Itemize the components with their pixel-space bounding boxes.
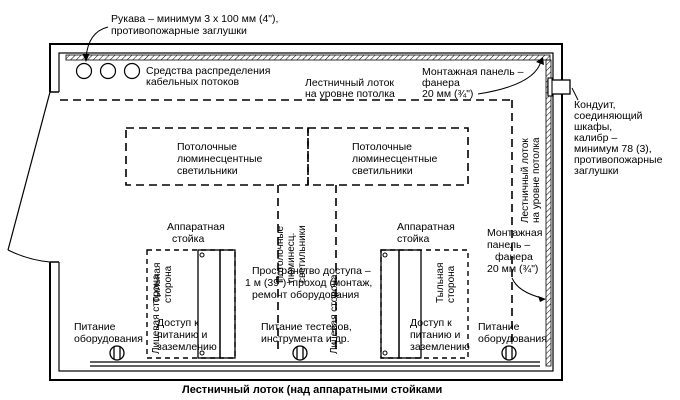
label-access-space: Пространство доступа – 1 м (39")+проход …: [245, 265, 375, 301]
label-tester-power: Питание тестеров, инструмента и др.: [261, 321, 355, 345]
label-rack-left: Аппаратная стойка: [167, 221, 228, 245]
sleeve-circle: [75, 62, 93, 80]
rack-foot: [199, 252, 205, 258]
rack-foot: [382, 252, 388, 258]
label-ladder-tray-ceiling-top: Лестничный лоток на уровне потолка: [305, 77, 397, 100]
rack-right: [380, 249, 469, 359]
lights-right-box: [307, 127, 469, 186]
label-rack-right: Аппаратная стойка: [397, 221, 458, 245]
leader-arrows: [85, 26, 579, 299]
sleeve-circle: [123, 62, 141, 80]
label-access-power-left: Доступ к питанию и заземлению: [157, 317, 217, 353]
lights-center-box: [277, 185, 337, 350]
label-sleeves: Рукава – минимум 3 x 100 мм (4"), против…: [111, 13, 281, 37]
label-front-side-left: Лицевая сторона: [151, 274, 162, 354]
label-cable-distribution: Средства распределения кабельных потоков: [146, 65, 273, 88]
arrow-heads: [82, 54, 546, 302]
label-ladder-tray-ceiling-right: Лестничный лоток на уровне потолка: [520, 135, 542, 223]
arrow-backboard-right: [511, 277, 543, 299]
door-leaf: [7, 91, 51, 251]
arrow-backboard-top: [477, 60, 542, 95]
rack-left-frame: [219, 249, 236, 359]
door: [7, 91, 63, 263]
label-backboard-top: Монтажная панель – фанера 20 мм (¾"): [422, 66, 526, 100]
sleeve-circle: [99, 62, 117, 80]
backboard-top: [65, 54, 551, 61]
door-swing-arc: [7, 249, 51, 263]
floor-ladder-tray: [90, 361, 540, 367]
arrow-conduit: [571, 87, 579, 101]
bottom-caption: Лестничный лоток (над аппаратными стойка…: [182, 384, 442, 396]
label-lights-center: Потолочные люминесц. светильники: [275, 223, 308, 283]
label-equipment-power-right: Питание оборудования: [478, 321, 547, 345]
power-outlet-center: [292, 345, 308, 361]
label-lights-right: Потолочные люминесцентные светильники: [352, 141, 440, 177]
label-front-side-right: Лицевая сторона: [329, 274, 340, 354]
label-conduit: Кондуит, соединяющий шкафы, калибр – мин…: [574, 99, 665, 177]
arrow-sleeves: [85, 26, 109, 59]
rack-foot: [382, 350, 388, 356]
power-outlet-right: [501, 345, 517, 361]
rack-left: [146, 249, 236, 359]
label-rear-side-left: Тыльная сторона: [152, 260, 174, 303]
rack-right-frame: [398, 249, 422, 359]
power-outlet-left: [109, 345, 125, 361]
label-lights-left: Потолочные люминесцентные светильники: [177, 141, 265, 177]
conduit: [547, 77, 571, 97]
label-access-power-right: Доступ к питанию и заземлению: [410, 317, 470, 353]
backboard-right: [545, 59, 552, 367]
label-equipment-power-left: Питание оборудования: [74, 321, 143, 345]
sleeves: [75, 62, 141, 80]
rack-right-frame: [380, 249, 400, 359]
label-backboard-right: Монтажная панель – фанера 20 мм (¾"): [487, 227, 545, 275]
rack-foot: [199, 350, 205, 356]
label-rear-side-right: Тыльная сторона: [435, 260, 457, 303]
